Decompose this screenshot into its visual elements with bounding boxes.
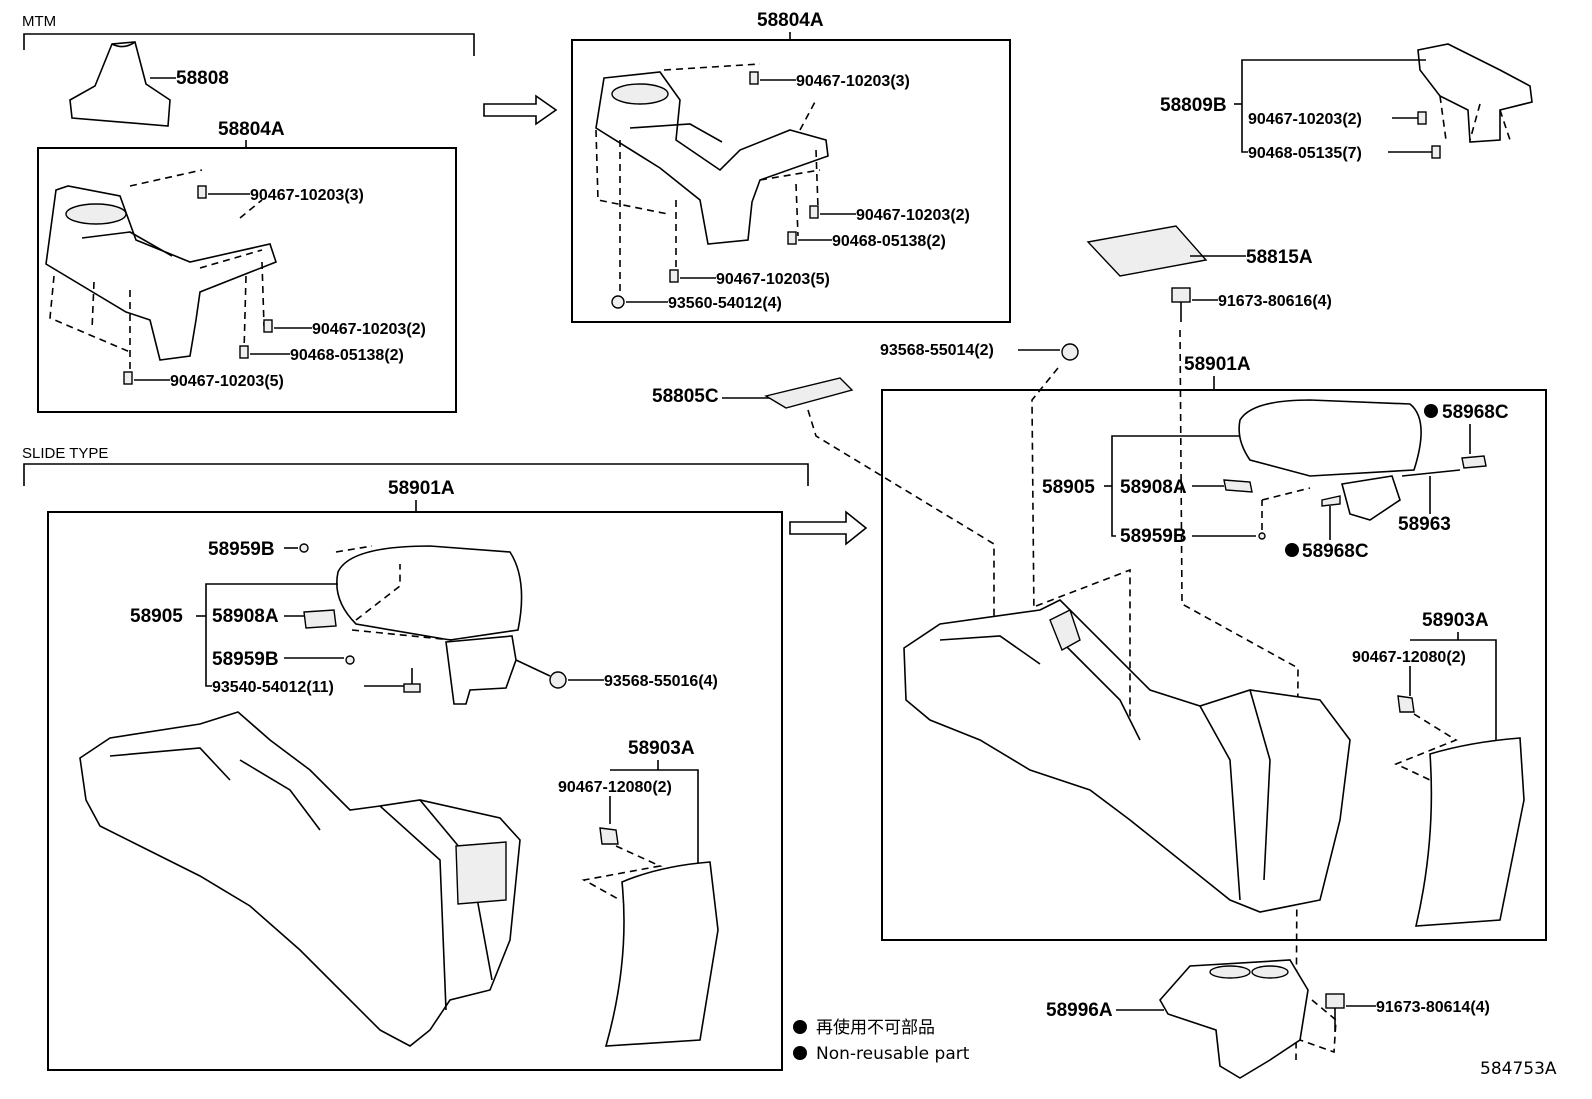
pin-icon: [1461, 455, 1487, 469]
label-58908A-right: 58908A: [1120, 477, 1187, 498]
fastener-t5: 93560-54012(4): [668, 295, 782, 312]
fastener-t3: 90468-05138(2): [832, 233, 946, 250]
label-58808: 58808: [176, 68, 229, 89]
clip-icon: [1431, 145, 1441, 159]
fastener-s2: 93568-55016(4): [604, 673, 718, 690]
fastener-l2: 90467-10203(2): [312, 321, 426, 338]
mat-58815A-part: [1086, 225, 1208, 277]
clip-icon: [1397, 695, 1415, 713]
clip-icon: [599, 827, 619, 845]
console-box-right: [881, 389, 1547, 941]
slide-type-bracket: [23, 463, 809, 486]
label-58959B-right: 58959B: [1120, 526, 1187, 547]
label-58901A-right: 58901A: [1184, 354, 1251, 375]
label-58905-right: 58905: [1042, 477, 1095, 498]
rod-58963: [1401, 469, 1461, 477]
non-reusable-dot-icon: [1285, 543, 1299, 557]
label-58815A: 58815A: [1246, 247, 1313, 268]
side-panel-right-part: [1414, 737, 1525, 927]
label-58903A-right: 58903A: [1422, 610, 1489, 631]
plate-icon: [1223, 479, 1253, 493]
clip-icon: [787, 231, 797, 245]
diagram-id: 584753A: [1480, 1059, 1557, 1079]
bracket-58996A-part: [1159, 959, 1309, 1079]
fastener-s4: 90467-12080(2): [1352, 649, 1466, 666]
clip-icon: [1417, 111, 1427, 125]
label-58805C: 58805C: [652, 386, 719, 407]
fastener-l3: 90468-05138(2): [290, 347, 404, 364]
detail-58804A-box: [571, 39, 1011, 323]
legend-jp: 再使用不可部品: [816, 1017, 935, 1038]
shift-boot-part: [69, 41, 171, 127]
screw-icon: [549, 671, 567, 689]
screw-icon: [299, 543, 309, 553]
bolt-icon: [611, 295, 625, 309]
screw-icon: [1258, 532, 1266, 540]
clip-icon: [669, 269, 679, 283]
legend-en: Non-reusable part: [816, 1044, 970, 1064]
mtm-bracket: [23, 33, 475, 56]
bracket-58809B-part: [1417, 43, 1533, 143]
fastener-t1: 90467-10203(3): [796, 73, 910, 90]
label-58908A-left: 58908A: [212, 606, 279, 627]
arrow-right-icon: [483, 94, 558, 126]
armrest-right-part: [1238, 399, 1422, 521]
label-58959B-left-a: 58959B: [208, 539, 275, 560]
fastener-r4: 93568-55014(2): [880, 342, 994, 359]
fastener-t4: 90467-10203(5): [716, 271, 830, 288]
non-reusable-dot-icon: [1424, 404, 1438, 418]
mtm-console-box: [37, 147, 457, 413]
clip-icon: [263, 319, 273, 333]
section-label-mtm: MTM: [22, 13, 56, 30]
plate-icon: [303, 609, 337, 629]
fastener-r2: 90468-05135(7): [1248, 145, 1362, 162]
clip-icon: [749, 71, 759, 85]
armrest-left-part: [336, 545, 523, 705]
detail-console-part: [595, 71, 829, 245]
side-panel-left-part: [604, 861, 719, 1047]
fastener-s3: 90467-12080(2): [558, 779, 672, 796]
console-body-left-part: [79, 711, 521, 1047]
label-58804A-top: 58804A: [757, 10, 824, 31]
bolt-icon: [1325, 993, 1345, 1032]
clip-icon: [239, 345, 249, 359]
label-58959B-left-b: 58959B: [212, 649, 279, 670]
screw-icon: [345, 655, 355, 665]
non-reusable-dot-icon: [793, 1020, 807, 1034]
non-reusable-dot-icon: [793, 1046, 807, 1060]
clip-icon: [197, 185, 207, 199]
label-58963: 58963: [1398, 514, 1451, 535]
fastener-b1: 91673-80614(4): [1376, 999, 1490, 1016]
fastener-t2: 90467-10203(2): [856, 207, 970, 224]
label-58996A: 58996A: [1046, 1000, 1113, 1021]
clip-icon: [123, 371, 133, 385]
console-box-left: [47, 511, 783, 1071]
pin-icon: [1321, 495, 1341, 507]
label-58804A-left: 58804A: [218, 119, 285, 140]
fastener-l1: 90467-10203(3): [250, 187, 364, 204]
screw-icon: [1061, 343, 1079, 361]
bolt-icon: [1171, 287, 1191, 322]
label-58901A-left: 58901A: [388, 478, 455, 499]
label-58968C-a: 58968C: [1442, 402, 1509, 423]
fastener-s1: 93540-54012(11): [212, 679, 334, 696]
fastener-r3: 91673-80616(4): [1218, 293, 1332, 310]
section-label-slide-type: SLIDE TYPE: [22, 445, 108, 462]
label-58809B: 58809B: [1160, 95, 1227, 116]
fastener-l4: 90467-10203(5): [170, 373, 284, 390]
bolt-icon: [403, 668, 421, 693]
label-58968C-b: 58968C: [1302, 541, 1369, 562]
cover-58805C-part: [764, 377, 854, 409]
mtm-console-part: [45, 185, 277, 361]
label-58903A-left: 58903A: [628, 738, 695, 759]
console-body-right-part: [903, 599, 1351, 913]
arrow-right-icon: [789, 510, 868, 546]
clip-icon: [809, 205, 819, 219]
fastener-r1: 90467-10203(2): [1248, 111, 1362, 128]
label-58905-left: 58905: [130, 606, 183, 627]
